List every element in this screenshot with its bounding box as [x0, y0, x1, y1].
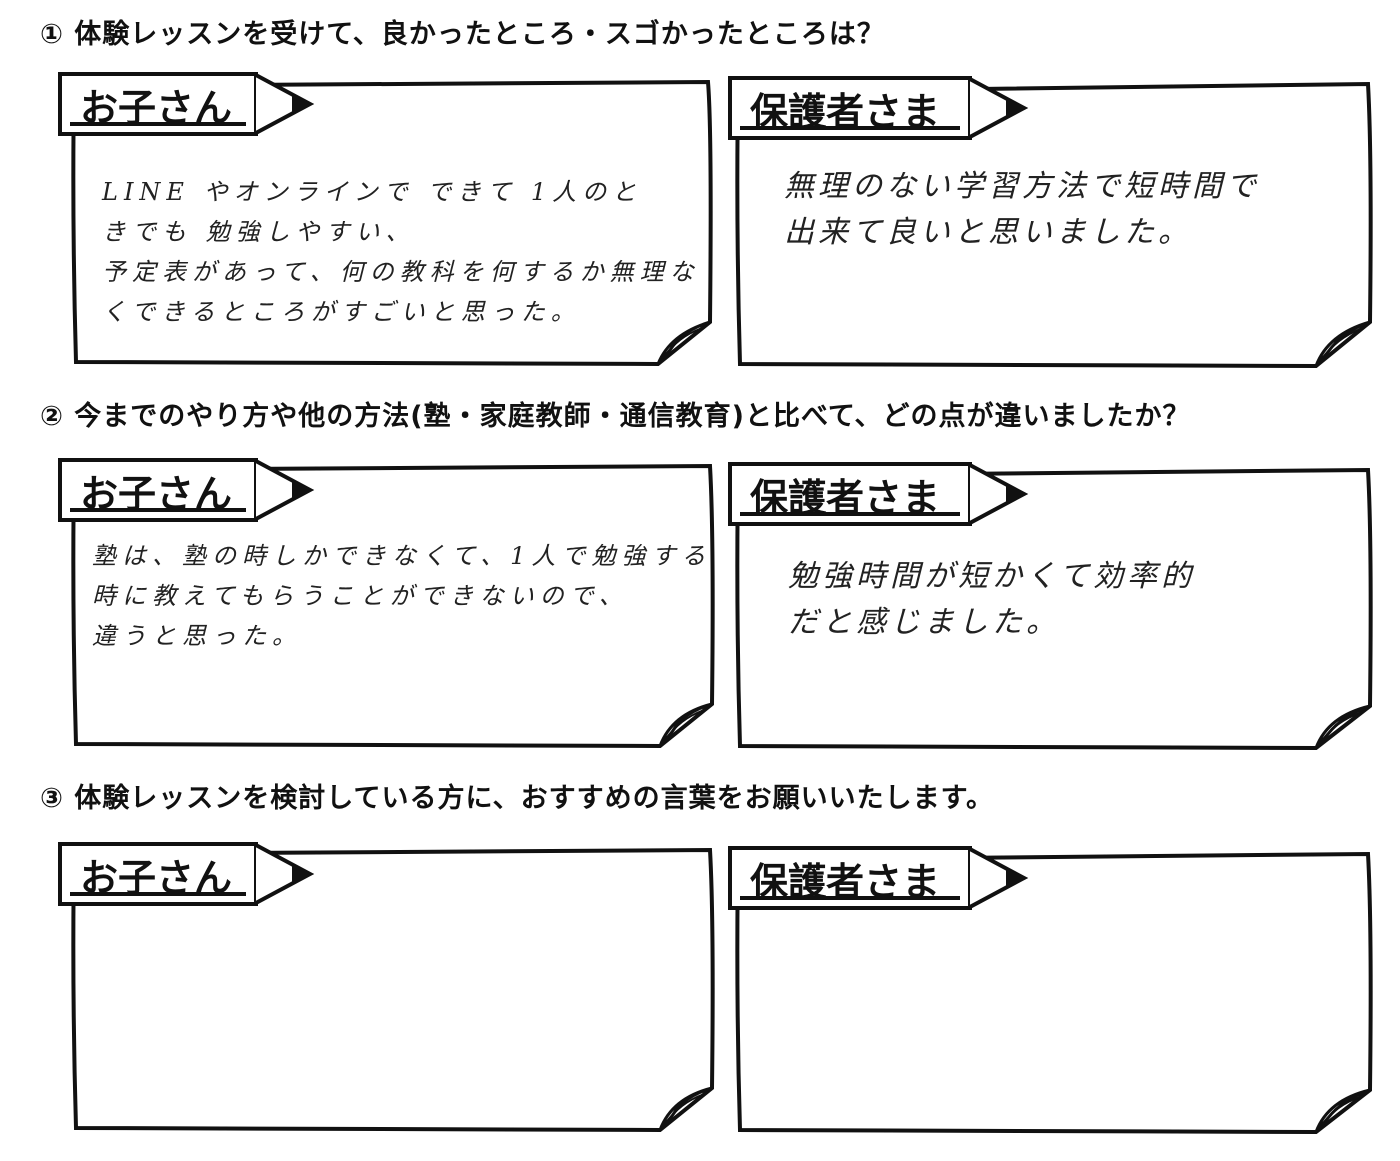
- pencil-tip-icon: [968, 462, 1029, 526]
- note-frame: [71, 847, 715, 1133]
- pencil-tip-icon: [254, 842, 315, 906]
- note-frame: [735, 467, 1373, 751]
- q2-parent-box: 保護者さま 勉強時間が短かくて効率的 だと感じました。: [728, 462, 1378, 752]
- child-tag: お子さん: [58, 458, 315, 522]
- parent-tag: 保護者さま: [728, 846, 1029, 910]
- child-tag: お子さん: [58, 842, 315, 906]
- child-tag: お子さん: [58, 72, 315, 136]
- parent-tag: 保護者さま: [728, 462, 1029, 526]
- parent-tag: 保護者さま: [728, 76, 1029, 140]
- parent-tag-label: 保護者さま: [728, 462, 972, 526]
- parent-tag-label: 保護者さま: [728, 76, 972, 140]
- q1-child-box: お子さん LINE やオンラインで できて 1人のと きでも 勉強しやすい、 予…: [58, 72, 720, 368]
- pencil-tip-icon: [968, 76, 1029, 140]
- parent-tag-label: 保護者さま: [728, 846, 972, 910]
- pencil-tip-icon: [254, 72, 315, 136]
- q1-parent-box: 保護者さま 無理のない学習方法で短時間で 出来て良いと思いました。: [728, 76, 1378, 372]
- q2-parent-answer: 勉強時間が短かくて効率的 だと感じました。: [788, 559, 1196, 640]
- pencil-tip-icon: [254, 458, 315, 522]
- q2-child-box: お子さん 塾は、塾の時しかできなくて、1人で勉強する 時に教えてもらうことができ…: [58, 458, 720, 750]
- note-frame: [71, 463, 715, 749]
- note-frame: [735, 81, 1373, 369]
- q2-child-answer: 塾は、塾の時しかできなくて、1人で勉強する 時に教えてもらうことができないので、…: [92, 542, 712, 650]
- child-tag-label: お子さん: [58, 842, 258, 906]
- question-3-label: ③ 体験レッスンを検討している方に、おすすめの言葉をお願いいたします。: [40, 783, 994, 814]
- q1-parent-answer: 無理のない学習方法で短時間で 出来て良いと思いました。: [784, 169, 1260, 250]
- question-2-label: ② 今までのやり方や他の方法(塾・家庭教師・通信教育)と比べて、どの点が違いまし…: [40, 401, 1191, 432]
- q3-parent-box: 保護者さま: [728, 846, 1378, 1136]
- child-tag-label: お子さん: [58, 72, 258, 136]
- note-frame: [71, 79, 713, 367]
- q3-child-box: お子さん: [58, 842, 720, 1134]
- pencil-tip-icon: [968, 846, 1029, 910]
- q1-child-answer: LINE やオンラインで できて 1人のと きでも 勉強しやすい、 予定表があっ…: [102, 178, 700, 326]
- question-1-label: ① 体験レッスンを受けて、良かったところ・スゴかったところは？: [40, 19, 885, 50]
- child-tag-label: お子さん: [58, 458, 258, 522]
- note-frame: [735, 851, 1373, 1135]
